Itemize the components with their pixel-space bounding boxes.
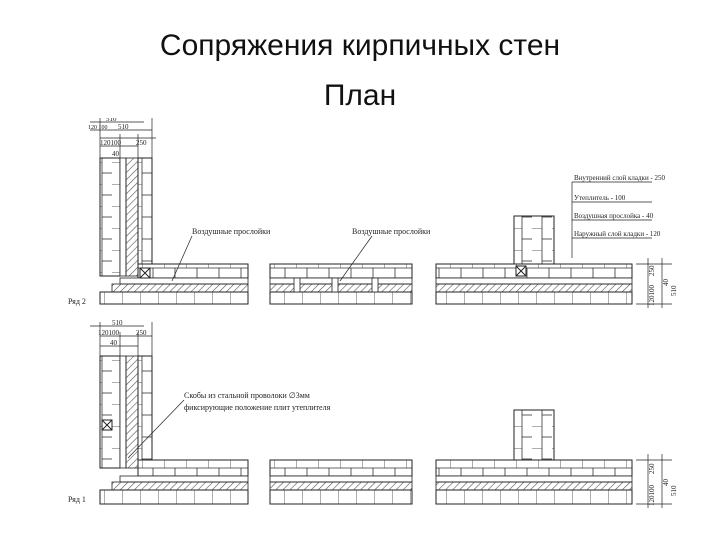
- dim-row2-120100-a: 120 100: [88, 125, 108, 131]
- bracket-note-line2: фиксирующие положение плит утеплителя: [184, 403, 331, 412]
- dim-row2-120100-b: 120100: [100, 139, 122, 147]
- layer-legend: Внутренний слой кладки - 250 Утеплитель …: [571, 174, 666, 258]
- dim-row2-right-250: 250: [648, 265, 656, 276]
- dim-row2-510-b: 510: [118, 123, 129, 131]
- row1-corner-junction: [99, 355, 249, 505]
- row-2-plan: 510 120 100 510 120100 250 40 Воздушные …: [68, 118, 678, 308]
- row2-right-dimensions: [636, 258, 672, 308]
- dim-row1-250: 250: [136, 329, 147, 337]
- dim-row1-120100: 120100: [98, 329, 120, 337]
- air-gaps-label-1: Воздушные прослойки: [192, 227, 271, 236]
- dim-row1-right-120100: 120100: [648, 485, 656, 507]
- slide-subtitle: План: [323, 79, 397, 112]
- dim-row2-510-a: 510: [106, 118, 117, 123]
- legend-inner-layer: Внутренний слой кладки - 250: [574, 174, 666, 182]
- row1-right-dimensions: [636, 454, 672, 508]
- dim-row1-510: 510: [112, 319, 123, 327]
- row2-straight-wall: [269, 263, 413, 305]
- slide-title: Сопряжения кирпичных стен: [159, 29, 561, 62]
- dim-row1-right-510: 510: [670, 485, 678, 496]
- dim-row2-right-120100: 120100: [648, 285, 656, 307]
- dim-row2-right-40: 40: [662, 279, 670, 287]
- dim-row1-40: 40: [110, 339, 118, 347]
- dim-row2-40: 40: [112, 150, 120, 158]
- bracket-note-line1: Скобы из стальной проволоки ∅3мм: [184, 391, 310, 400]
- row2-t-junction: [435, 215, 633, 305]
- row2-corner-junction: [99, 157, 249, 305]
- row1-straight-wall: [269, 459, 413, 505]
- legend-insulation: Утеплитель - 100: [574, 194, 626, 202]
- row2-top-dimensions: [90, 118, 156, 158]
- dim-row2-250: 250: [136, 139, 147, 147]
- row1-top-dimensions: [90, 322, 153, 356]
- dim-row1-right-40: 40: [662, 479, 670, 487]
- row-1-label: Ряд 1: [68, 495, 86, 504]
- dim-row2-right-510: 510: [670, 285, 678, 296]
- wall-junction-plan-drawing: 510 120 100 510 120100 250 40 Воздушные …: [68, 118, 678, 508]
- air-gaps-label-2: Воздушные прослойки: [352, 227, 431, 236]
- legend-air-gap: Воздушная прослойка - 40: [574, 212, 654, 220]
- row-2-label: Ряд 2: [68, 297, 86, 306]
- row1-t-junction: [435, 409, 633, 505]
- row-1-plan: 510 120100 250 40 Скобы из стальной пров…: [68, 319, 678, 508]
- dim-row1-right-250: 250: [648, 463, 656, 474]
- legend-outer-layer: Наружный слой кладки - 120: [574, 230, 661, 238]
